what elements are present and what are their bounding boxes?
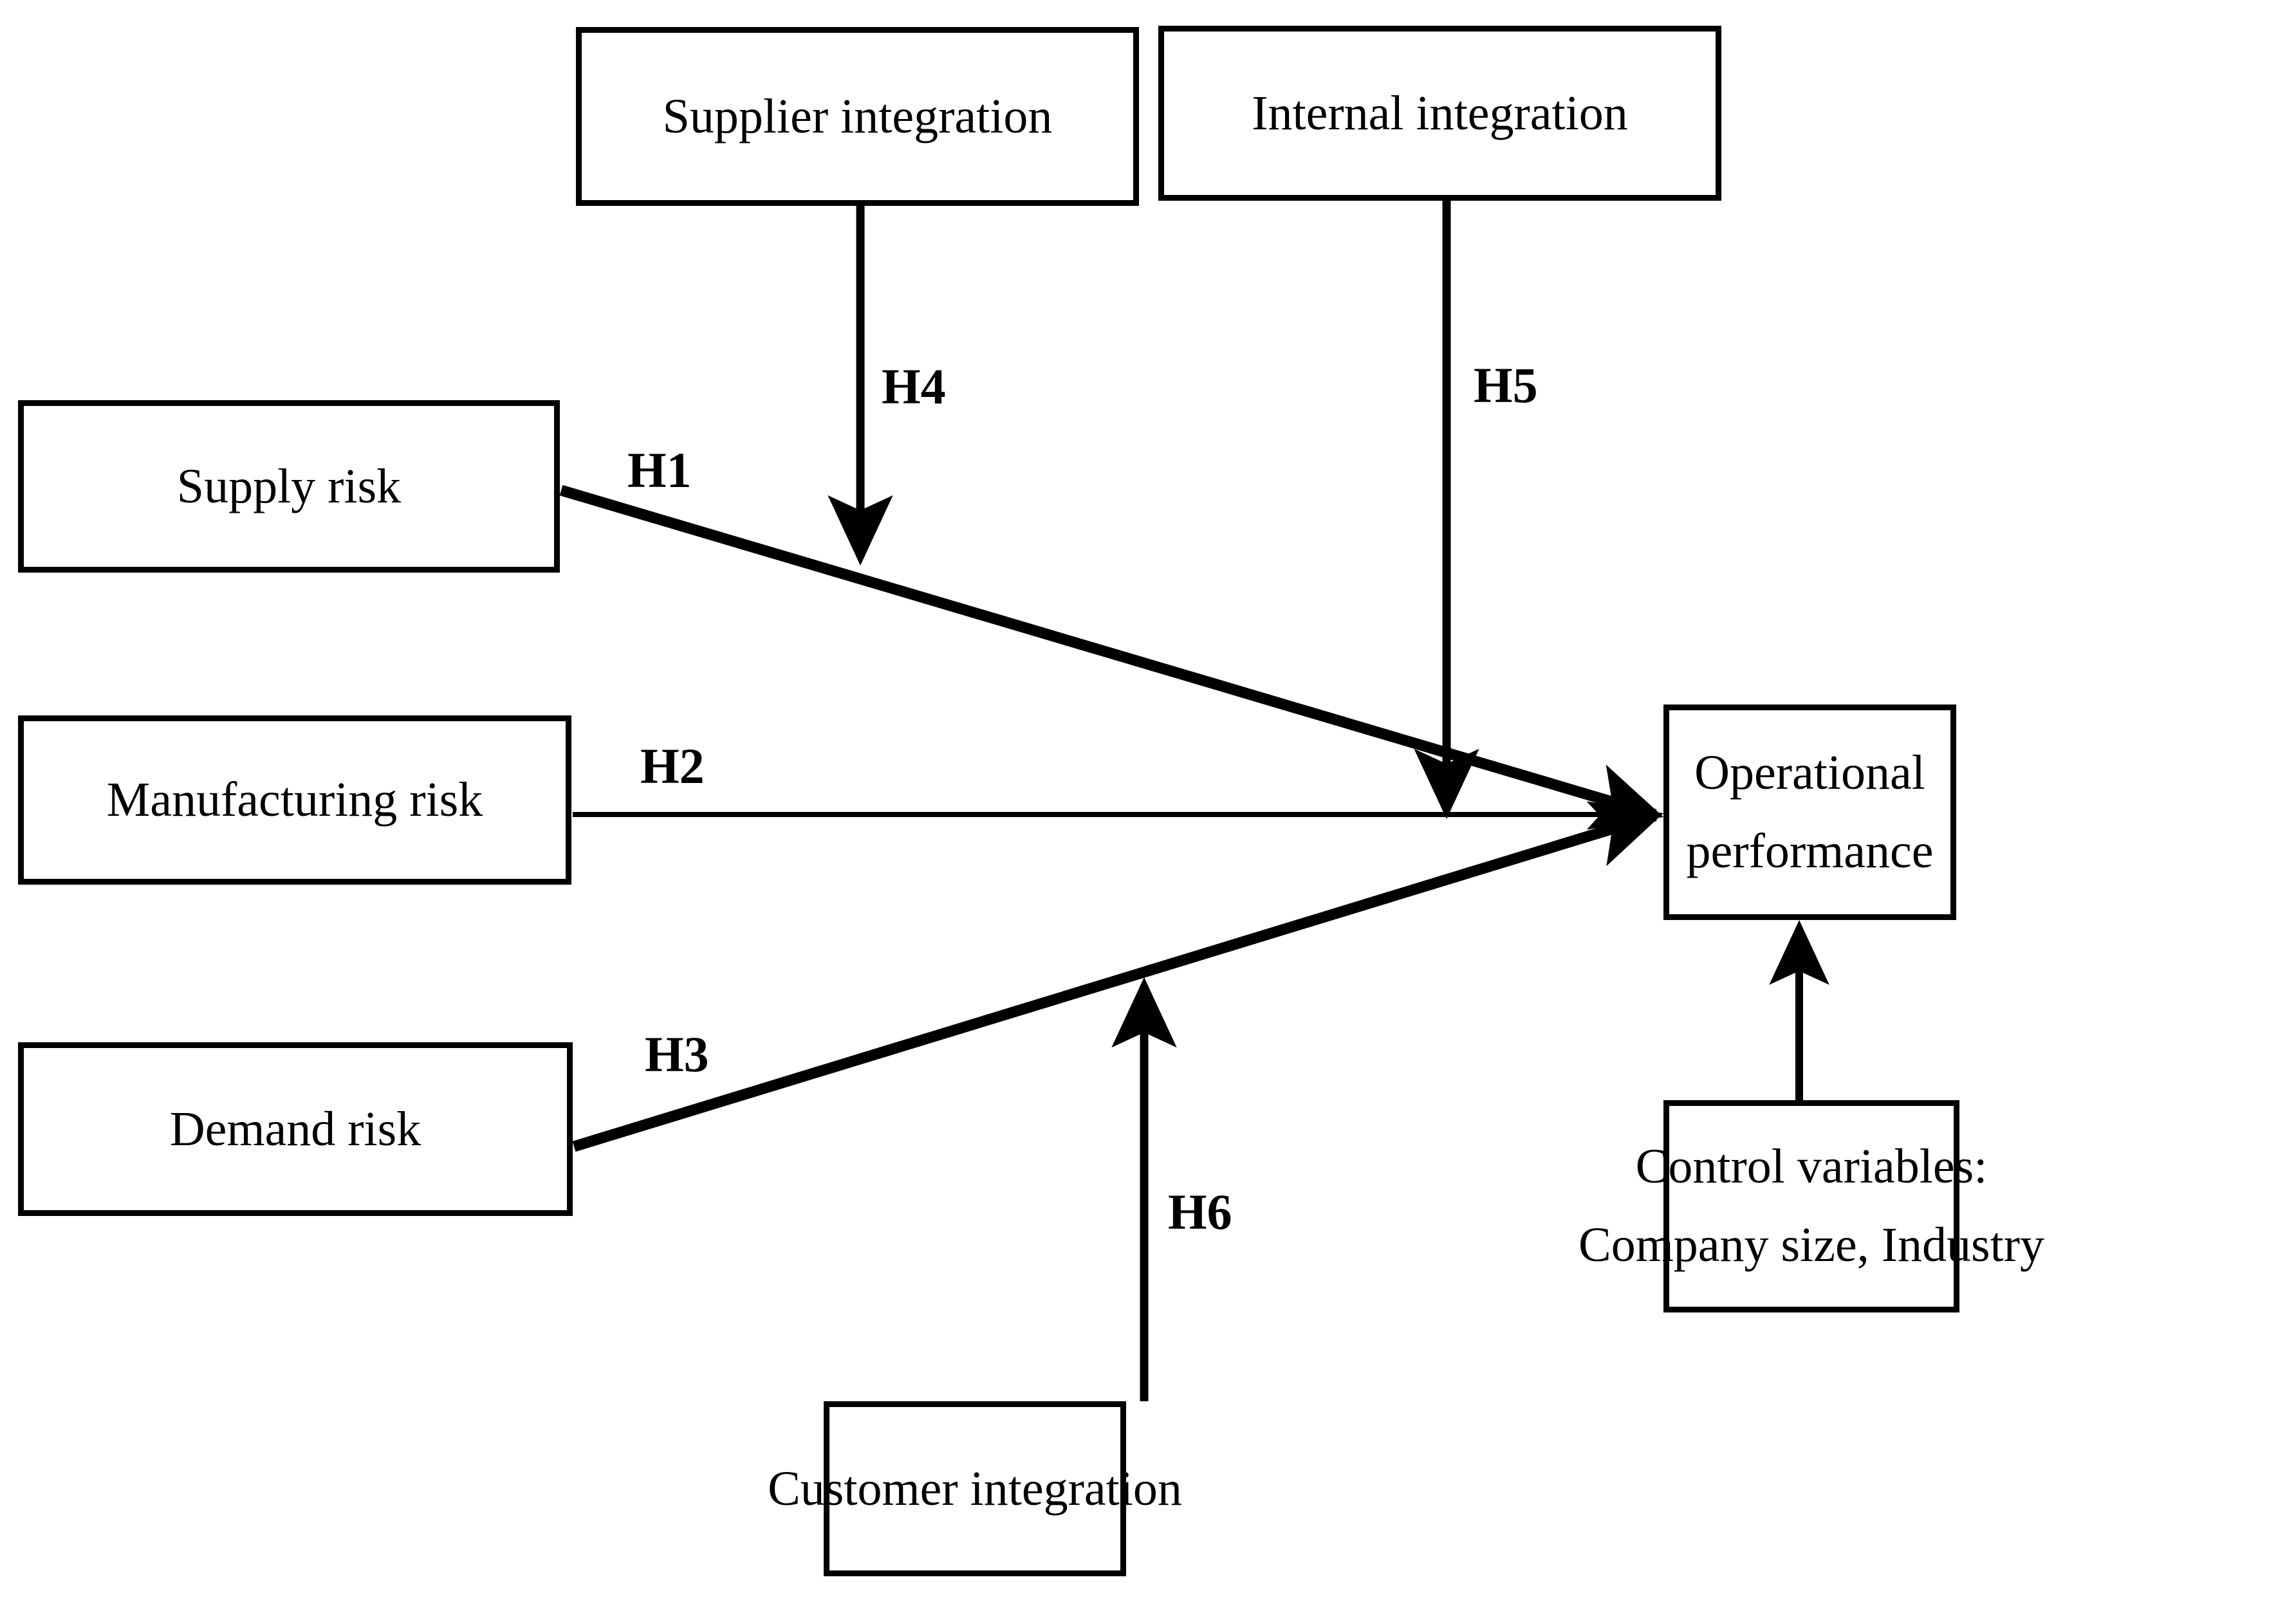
hypothesis-label-h5: H5 <box>1474 357 1538 413</box>
node-supply-risk-label: Supply risk <box>176 459 402 513</box>
node-operational-performance[interactable]: Operational performance <box>1663 704 1956 920</box>
node-manufacturing-risk[interactable]: Manufacturing risk <box>18 715 571 885</box>
node-demand-risk[interactable]: Demand risk <box>18 1042 573 1216</box>
hypothesis-label-h4: H4 <box>882 358 946 414</box>
node-manufacturing-risk-label: Manufacturing risk <box>106 773 483 827</box>
hypothesis-label-h3: H3 <box>645 1026 709 1082</box>
node-supplier-integration-label: Supplier integration <box>662 89 1053 143</box>
node-operational-performance-label-line1: Operational <box>1694 745 1925 800</box>
node-internal-integration-label: Internal integration <box>1252 86 1628 140</box>
node-operational-performance-label-line2: performance <box>1686 824 1934 878</box>
connector-h3 <box>572 801 1664 1152</box>
node-demand-risk-label: Demand risk <box>169 1101 421 1156</box>
hypothesis-label-h6: H6 <box>1168 1184 1232 1240</box>
hypothesis-label-h2: H2 <box>640 738 705 794</box>
hypothesis-label-h1: H1 <box>627 442 692 498</box>
node-control-variables-label-line1: Control variables: <box>1635 1139 1988 1194</box>
node-supplier-integration[interactable]: Supplier integration <box>576 27 1139 206</box>
node-customer-integration[interactable]: Customer integration <box>768 1401 1182 1576</box>
node-control-variables-label-line2: Company size, Industry <box>1578 1218 2045 1272</box>
node-control-variables[interactable]: Control variables: Company size, Industr… <box>1578 1100 2044 1312</box>
connector-h1 <box>559 484 1664 830</box>
node-supply-risk[interactable]: Supply risk <box>18 400 560 573</box>
node-customer-integration-label: Customer integration <box>768 1461 1182 1516</box>
node-internal-integration[interactable]: Internal integration <box>1158 26 1721 201</box>
